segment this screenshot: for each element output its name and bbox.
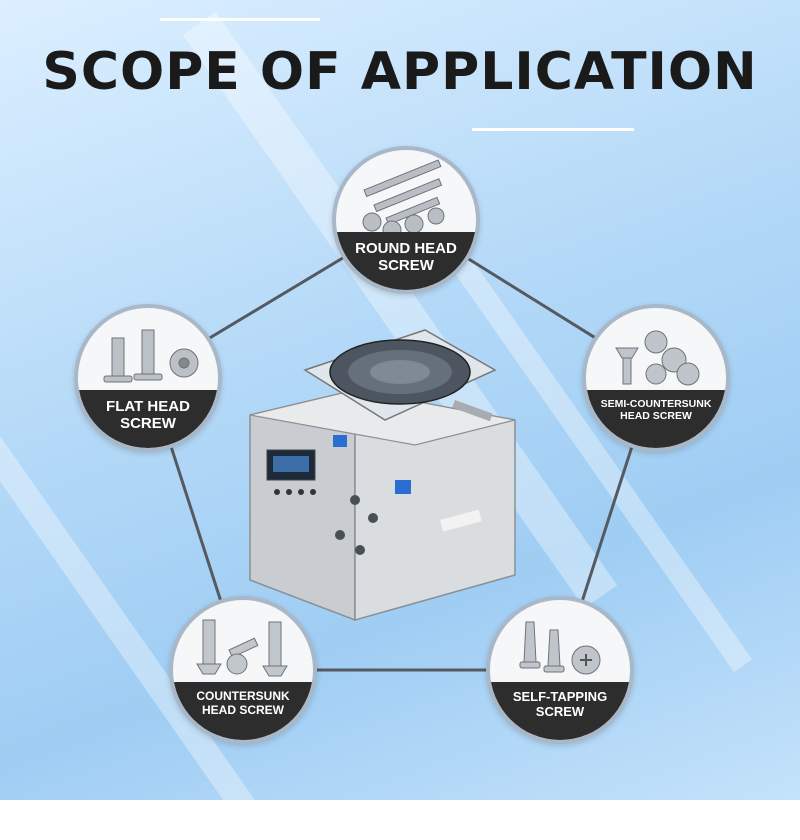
label-band: SELF-TAPPING SCREW <box>490 682 630 740</box>
label-band: COUNTERSUNK HEAD SCREW <box>173 682 313 740</box>
screw-label-line1: FLAT HEAD <box>106 398 190 415</box>
screw-label-line2: HEAD SCREW <box>620 410 692 423</box>
screw-label-line1: ROUND HEAD <box>355 240 457 257</box>
screw-label-line2: SCREW <box>535 703 585 719</box>
screw-type-self-tapping: SELF-TAPPING SCREW <box>486 596 634 744</box>
screw-label-line1: COUNTERSUNK <box>196 689 290 703</box>
screw-type-round-head: ROUND HEAD SCREW <box>332 146 480 294</box>
round-head-screws-icon <box>362 159 445 240</box>
screw-label-line2: HEAD SCREW <box>201 702 284 717</box>
screw-type-flat-head: FLAT HEAD SCREW <box>74 304 222 452</box>
top-rule <box>160 18 320 21</box>
label-band: SEMI-COUNTERSUNK HEAD SCREW <box>586 390 726 448</box>
screw-label-line2: SCREW <box>378 257 434 275</box>
screw-feeder-machine-icon <box>245 320 535 640</box>
screw-type-countersunk: COUNTERSUNK HEAD SCREW <box>169 596 317 744</box>
semi-countersunk-screws-icon <box>615 330 700 386</box>
screw-type-semi-countersunk: SEMI-COUNTERSUNK HEAD SCREW <box>582 304 730 452</box>
flat-head-screws-icon <box>103 329 199 383</box>
page-title: SCOPE OF APPLICATION <box>42 42 758 102</box>
countersunk-screws-icon <box>196 619 288 677</box>
bottom-rule <box>472 128 634 131</box>
screw-label-line2: SCREW <box>120 415 176 433</box>
self-tapping-screws-icon <box>519 621 601 675</box>
screw-label-line1: SELF-TAPPING <box>512 689 608 704</box>
label-band: ROUND HEAD SCREW <box>336 232 476 290</box>
label-band: FLAT HEAD SCREW <box>78 390 218 448</box>
screw-label-line1: SEMI-COUNTERSUNK <box>600 398 712 410</box>
